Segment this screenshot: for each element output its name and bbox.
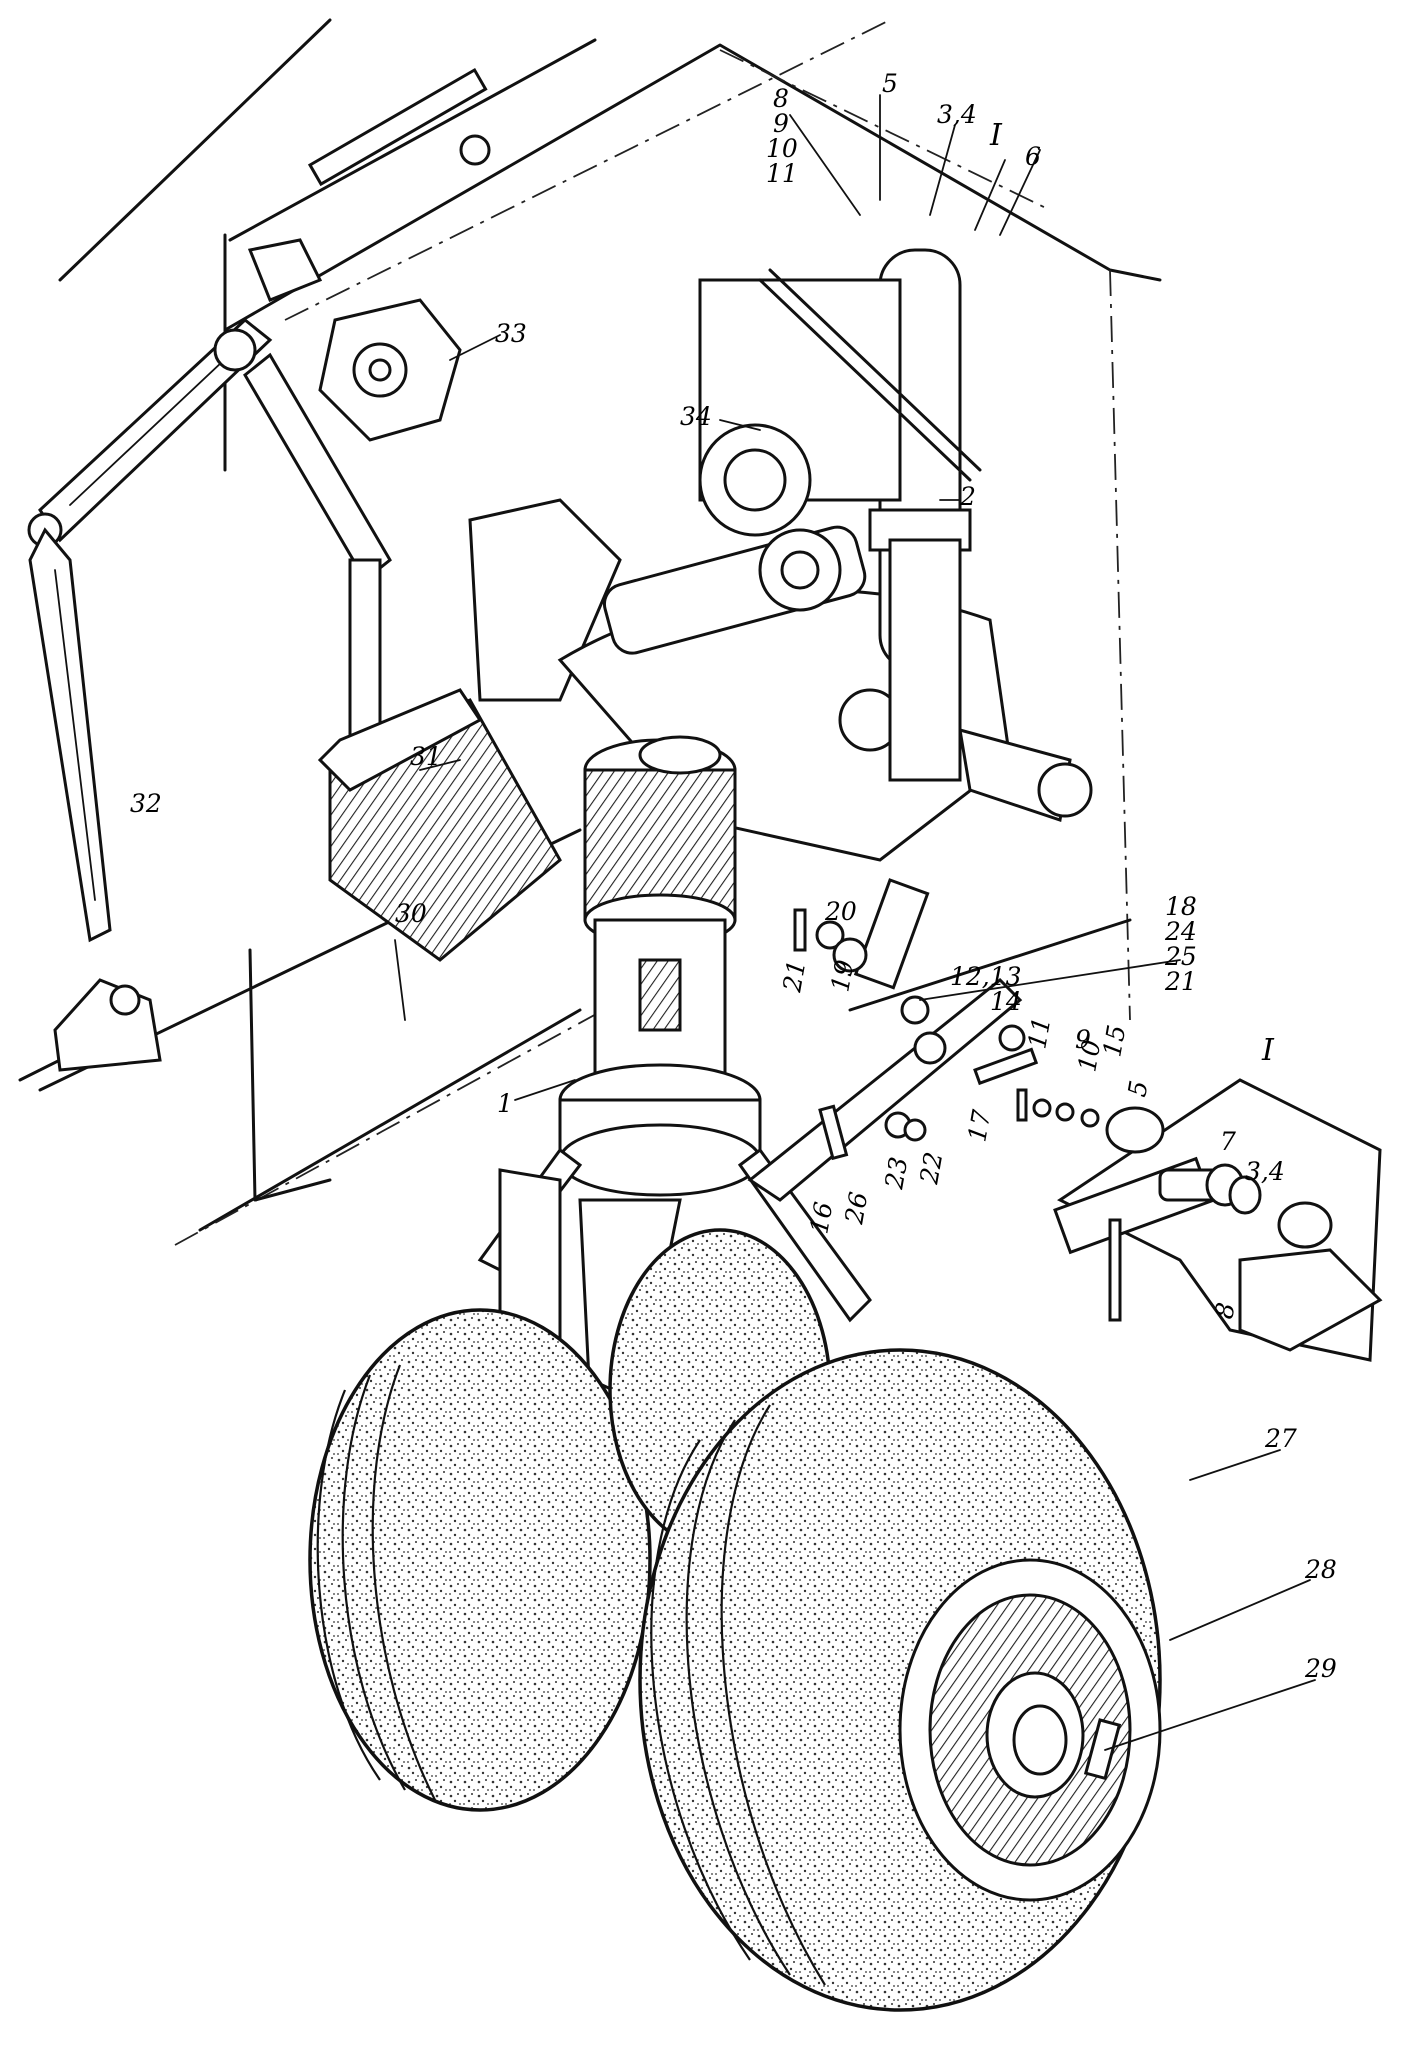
- callout-29: 29: [1304, 1654, 1337, 1683]
- detail-I-callout-15: 15: [1097, 1023, 1131, 1059]
- callout-27: 27: [1264, 1424, 1297, 1453]
- callout-3-4: 3,4: [937, 100, 977, 129]
- callout-21-a: 21: [777, 958, 811, 995]
- callout-labels: 1 2 3,4 5 I 6 8 9 10 11 12,13 14 16 17 1…: [130, 69, 1337, 1683]
- actuator-assembly: [698, 248, 982, 990]
- detail-I-callout-8: 8: [1209, 1300, 1240, 1321]
- callout-33: 33: [495, 319, 527, 348]
- detail-I-callout-7: 7: [1220, 1127, 1236, 1156]
- callout-24: 24: [1164, 917, 1197, 946]
- detail-I-callout-3-4: 3,4: [1245, 1157, 1285, 1186]
- callout-I-top: I: [989, 118, 1003, 153]
- detail-I-assembly: [1016, 1078, 1383, 1362]
- exploded-parts: [793, 908, 1039, 1161]
- callout-26: 26: [839, 1190, 873, 1227]
- callout-6: 6: [1025, 142, 1041, 171]
- detail-I-callout-10: 10: [1072, 1038, 1106, 1074]
- callout-30: 30: [395, 899, 427, 928]
- callout-19: 19: [825, 958, 859, 994]
- detail-I-callout-9: 9: [1075, 1025, 1091, 1054]
- retraction-linkage: [27, 67, 491, 1072]
- callout-5: 5: [882, 69, 898, 98]
- front-wheel: [638, 1348, 1162, 2012]
- callout-28: 28: [1304, 1555, 1337, 1584]
- detail-I-title: I: [1261, 1033, 1275, 1068]
- detail-I-callout-11: 11: [1022, 1015, 1056, 1051]
- detail-I-callout-5: 5: [1122, 1078, 1153, 1099]
- callout-leaders: [394, 94, 1316, 1751]
- callout-20: 20: [824, 897, 857, 926]
- callout-8: 8: [773, 84, 789, 113]
- callout-31: 31: [410, 742, 442, 771]
- callout-12-13: 12,13: [950, 962, 1022, 991]
- callout-23: 23: [879, 1155, 913, 1192]
- callout-21-b: 21: [1164, 967, 1197, 996]
- callout-16: 16: [804, 1200, 838, 1236]
- callout-1: 1: [497, 1089, 513, 1118]
- callout-10: 10: [766, 134, 798, 163]
- callout-25: 25: [1164, 942, 1197, 971]
- rear-wheel: [308, 1228, 832, 1812]
- callout-17: 17: [962, 1108, 996, 1144]
- callout-14: 14: [990, 987, 1022, 1016]
- callout-32: 32: [130, 789, 162, 818]
- callout-2: 2: [959, 482, 976, 511]
- callout-9: 9: [773, 109, 789, 138]
- callout-22: 22: [914, 1150, 948, 1187]
- detail-I-labels: I 11 9 10 15 5 7 3,4 8: [1022, 1015, 1284, 1321]
- callout-11: 11: [766, 159, 798, 188]
- callout-18: 18: [1165, 892, 1197, 921]
- callout-34: 34: [680, 402, 712, 431]
